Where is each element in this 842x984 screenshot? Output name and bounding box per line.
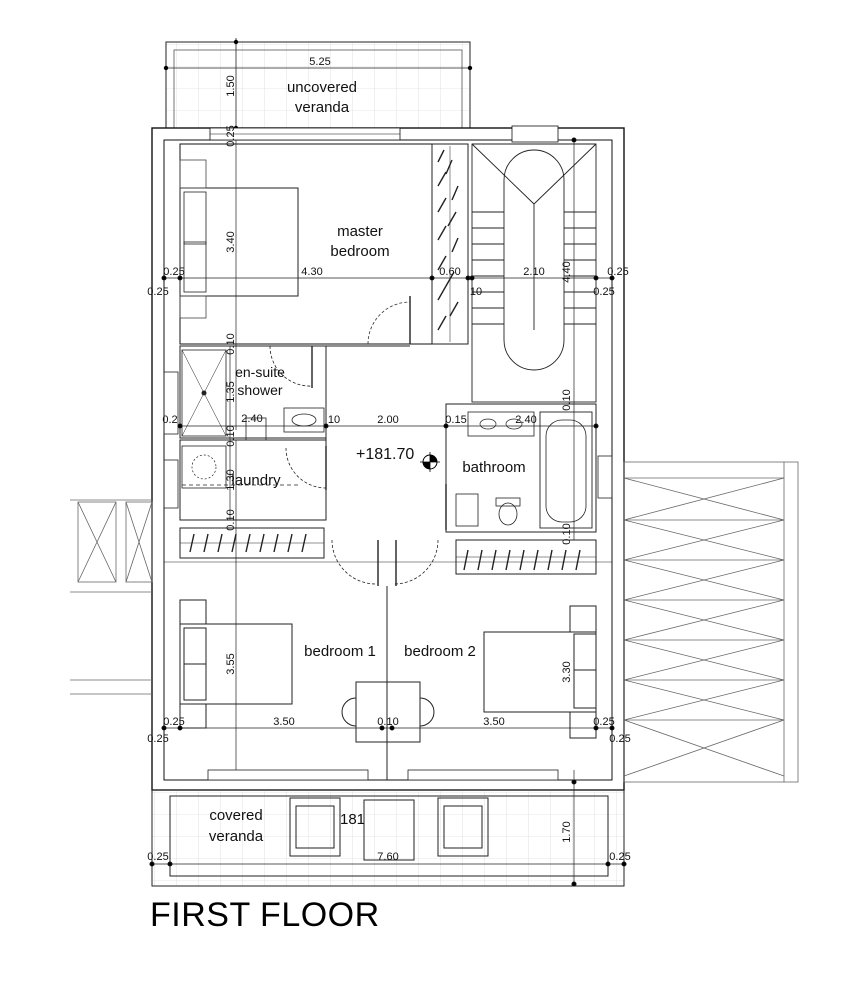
dim-right-outer-b: 0.25 <box>593 286 614 298</box>
label-master: master <box>337 223 383 240</box>
dimension-lines <box>149 137 627 887</box>
dim-left-outer-a: 0.25 <box>163 266 184 278</box>
dim-left-outer-b: 0.25 <box>147 286 168 298</box>
label-bathroom: bathroom <box>462 459 525 476</box>
dim-bath-a: 0.15 <box>445 414 466 426</box>
left-pergola <box>70 499 153 695</box>
ensuite-laundry-walls <box>163 345 410 521</box>
bathroom-fixtures <box>445 403 613 533</box>
dim-hall-a: 10 <box>328 414 340 426</box>
dim-bed1-height: 3.55 <box>225 653 237 674</box>
label-bedroom-2: bedroom 2 <box>404 643 476 660</box>
dim-master-height: 3.40 <box>225 231 237 252</box>
dim-cov-width: 7.60 <box>377 851 398 863</box>
dim-ensuite-bottom: 0.10 <box>225 425 237 446</box>
label-master-bedroom: bedroom <box>330 243 389 260</box>
uncovered-veranda <box>163 38 473 140</box>
dim-master-width: 4.30 <box>301 266 322 278</box>
dim-bed-right-b: 0.25 <box>609 733 630 745</box>
label-bedroom-1: bedroom 1 <box>304 643 376 660</box>
dim-ensuite-top: 0.10 <box>225 333 237 354</box>
dim-stair-height: 4.40 <box>561 261 573 282</box>
dim-left-small: 0.2 <box>162 414 177 426</box>
dim-bath-bottom: 0.10 <box>561 523 573 544</box>
dim-bed2-height: 3.30 <box>561 661 573 682</box>
elevation-marker <box>420 452 440 472</box>
dim-cov-right: 0.25 <box>609 851 630 863</box>
dim-laundry-bottom: 0.10 <box>225 509 237 530</box>
master-bedroom <box>179 143 469 345</box>
elevation-short-label: 181 <box>340 811 365 828</box>
dim-bath-top: 0.10 <box>561 389 573 410</box>
dim-bed2-width: 3.50 <box>483 716 504 728</box>
elevation-label: +181.70 <box>356 446 414 463</box>
dim-060: 0.60 <box>439 266 460 278</box>
dim-bed1-width: 3.50 <box>273 716 294 728</box>
dim-veranda-depth: 1.50 <box>225 75 237 96</box>
label-ensuite: en-suite <box>235 364 285 380</box>
dim-ensuite-h: 2.40 <box>241 413 262 425</box>
staircase <box>471 143 597 403</box>
label-ensuite-shower: shower <box>237 382 282 398</box>
dim-right-outer-a: 0.25 <box>607 266 628 278</box>
dim-veranda-width: 5.25 <box>309 56 330 68</box>
dim-wall-top: 0.25 <box>225 125 237 146</box>
dim-bed-left-b: 0.25 <box>147 733 168 745</box>
dim-bath-width: 2.40 <box>515 414 536 426</box>
dim-bed-mid: 0.10 <box>377 716 398 728</box>
label-covered-veranda: veranda <box>209 828 264 845</box>
floor-title: FIRST FLOOR <box>150 896 380 934</box>
dim-cov-depth: 1.70 <box>561 821 573 842</box>
dim-hall-width: 2.00 <box>377 414 398 426</box>
dim-ensuite-v: 1.35 <box>225 381 237 402</box>
dim-cov-left: 0.25 <box>147 851 168 863</box>
label-uncovered-veranda: veranda <box>295 99 350 116</box>
label-laundry: laundry <box>231 472 281 489</box>
dim-bed-left-a: 0.25 <box>163 716 184 728</box>
dim-stair-width: 2.10 <box>523 266 544 278</box>
dim-bed-right-a: 0.25 <box>593 716 614 728</box>
right-pergola <box>623 461 799 783</box>
label-covered: covered <box>209 807 262 824</box>
label-uncovered: uncovered <box>287 79 357 96</box>
bedroom-wardrobes <box>164 527 612 780</box>
dim-10a: 10 <box>470 286 482 298</box>
dim-laundry-h: 1.30 <box>225 469 237 490</box>
covered-veranda <box>151 769 625 887</box>
